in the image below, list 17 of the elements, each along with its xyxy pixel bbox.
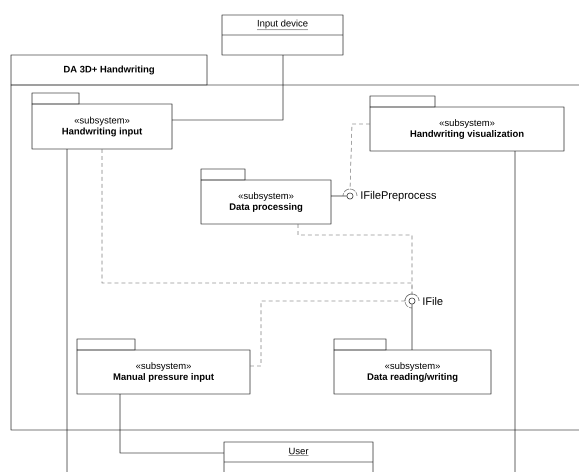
package-box: «subsystem» Data processing xyxy=(200,168,332,224)
connector xyxy=(120,394,224,454)
package-box: «subsystem» Manual pressure input xyxy=(76,338,250,394)
package-box: «subsystem» Data reading/writing xyxy=(334,338,492,394)
connector xyxy=(66,148,68,472)
object-box: User xyxy=(224,442,374,472)
package-box: «subsystem» Handwriting input xyxy=(32,92,172,150)
node-label: IFilePreprocess xyxy=(361,190,436,202)
connector xyxy=(172,54,284,120)
connector xyxy=(514,150,516,472)
object-box: Input device xyxy=(222,14,344,56)
node-label: IFile xyxy=(423,296,443,306)
interface-lollipop: IFile xyxy=(408,296,443,306)
connector xyxy=(342,124,370,196)
package-box: «subsystem» Handwriting visualization xyxy=(370,96,564,152)
connector xyxy=(250,294,412,366)
interface-lollipop: IFilePreprocess xyxy=(346,190,436,202)
